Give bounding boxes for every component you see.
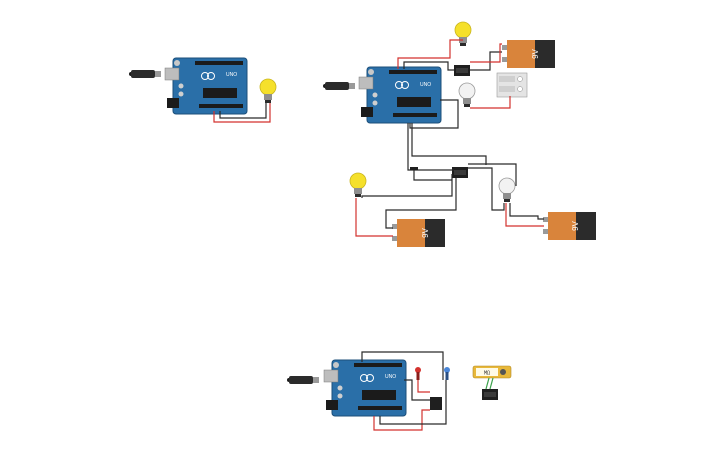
usb-cable-3 (287, 374, 321, 386)
wire-black[interactable] (411, 123, 487, 165)
bulb-on-icon[interactable] (454, 21, 472, 47)
wire-black[interactable] (413, 168, 452, 181)
arduino-board-3[interactable]: UNO (323, 359, 407, 417)
multimeter[interactable]: MΩ (472, 365, 512, 379)
wire-black[interactable] (385, 178, 457, 229)
wire-red[interactable] (505, 203, 544, 227)
wire-green[interactable] (485, 377, 490, 390)
relay-3[interactable] (482, 389, 498, 400)
wire-red[interactable] (397, 39, 463, 69)
connector-node (410, 167, 418, 170)
arduino-logo-3: UNO (385, 374, 396, 380)
wire-red[interactable] (470, 96, 511, 109)
multimeter-display: MΩ (484, 371, 490, 377)
relay-2[interactable] (452, 167, 468, 178)
wire-black[interactable] (407, 123, 454, 171)
arduino-logo-2: UNO (420, 82, 431, 88)
battery-9v-3[interactable]: 9V (543, 212, 596, 240)
battery-9v-1[interactable]: 9V (502, 40, 555, 68)
wire-black[interactable] (468, 163, 517, 186)
led-blue[interactable] (444, 367, 450, 380)
circuit-2: UNO 9V 9V (323, 21, 596, 247)
switch-panel[interactable] (496, 72, 528, 98)
usb-cable-2 (323, 80, 357, 92)
transistor[interactable] (430, 397, 442, 410)
wire-black[interactable] (509, 203, 544, 220)
battery-label-1: 9V (531, 48, 540, 58)
wire-black[interactable] (379, 380, 447, 425)
led-red[interactable] (415, 367, 421, 380)
arduino-logo-1: UNO (226, 72, 237, 78)
circuit-3: UNO MΩ (287, 351, 512, 431)
wire-black[interactable] (219, 103, 267, 119)
battery-9v-2[interactable]: 9V (392, 219, 445, 247)
bulb-on-icon[interactable] (259, 78, 277, 104)
wire-black[interactable] (361, 351, 444, 380)
circuit-1: UNO (129, 57, 277, 123)
arduino-board-1[interactable]: UNO (164, 57, 248, 115)
usb-cable-1 (129, 68, 163, 80)
wire-red[interactable] (373, 409, 430, 431)
wire-red[interactable] (417, 380, 430, 393)
battery-label-3: 9V (571, 220, 580, 230)
wire-red[interactable] (470, 43, 502, 63)
bulb-off-icon[interactable] (498, 177, 516, 203)
arduino-board-2[interactable]: UNO (358, 66, 442, 124)
bulb-on-icon[interactable] (349, 172, 367, 198)
wire-black[interactable] (361, 174, 453, 198)
bulb-off-icon[interactable] (458, 82, 476, 108)
battery-label-2: 9V (421, 227, 430, 237)
wire-green[interactable] (489, 377, 494, 390)
wire-red[interactable] (213, 103, 271, 123)
wire-black[interactable] (404, 379, 430, 401)
wire-red[interactable] (355, 198, 393, 237)
wire-black[interactable] (470, 51, 502, 71)
wire-black[interactable] (409, 99, 459, 129)
wire-black[interactable] (468, 167, 505, 211)
wire-black[interactable] (403, 61, 454, 71)
relay-1[interactable] (454, 65, 470, 76)
